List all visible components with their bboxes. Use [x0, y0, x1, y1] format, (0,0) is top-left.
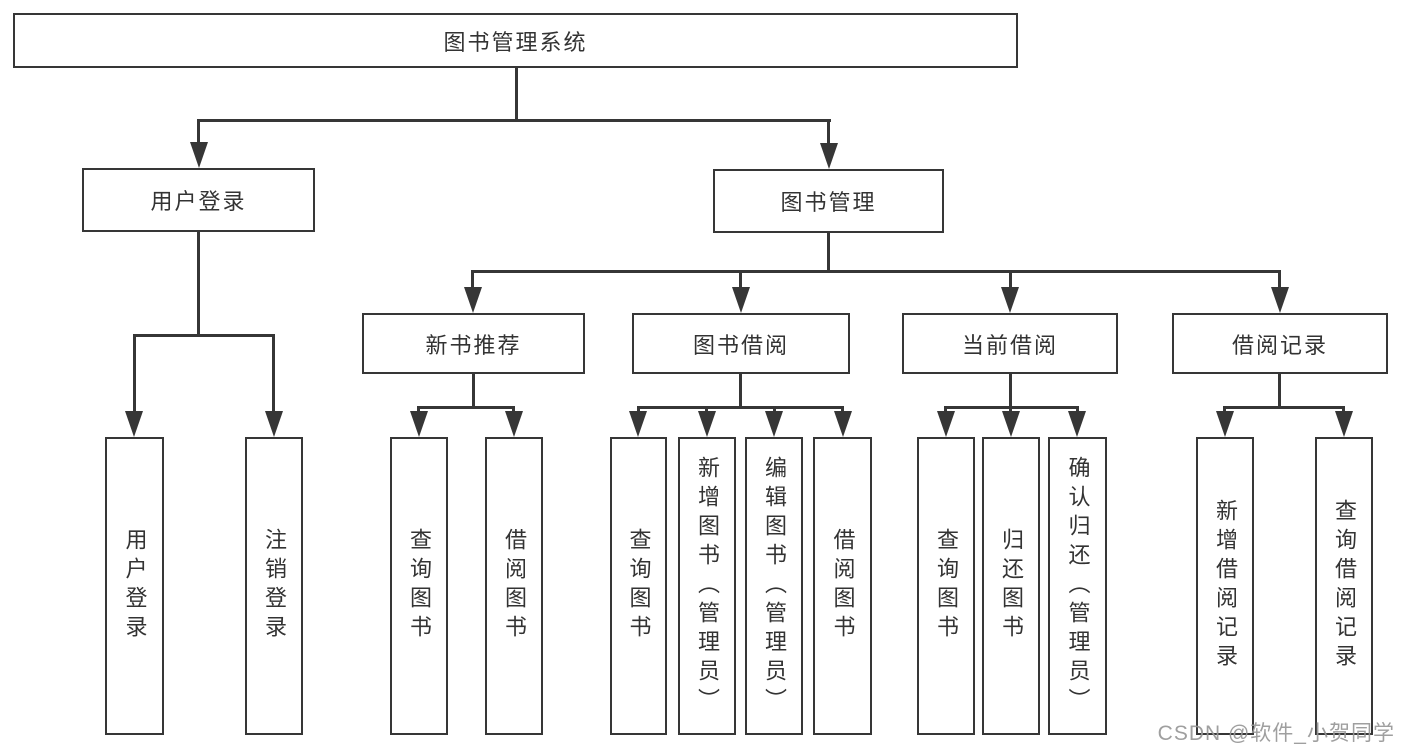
arrow-down-icon	[834, 411, 852, 437]
leaf-current-confirm-return-admin-label: 确认归还（管理员）	[1065, 455, 1091, 717]
arrow-down-icon	[265, 411, 283, 437]
leaf-borrow-borrow-books-label: 借阅图书	[830, 528, 856, 644]
leaf-records-add-record-label: 新增借阅记录	[1213, 499, 1238, 673]
connector-line	[841, 406, 844, 415]
node-book-borrow: 图书借阅	[632, 313, 850, 374]
leaf-records-query-record-label: 查询借阅记录	[1332, 499, 1357, 673]
leaf-current-query-books: 查询图书	[917, 437, 975, 735]
arrow-down-icon	[505, 411, 523, 437]
arrow-down-icon	[1001, 287, 1019, 313]
leaf-current-query-books-label: 查询图书	[934, 528, 959, 644]
leaf-borrow-query-books-label: 查询图书	[626, 528, 652, 644]
connector-line	[827, 232, 830, 273]
node-current-borrow-label: 当前借阅	[961, 332, 1058, 358]
node-root-label: 图书管理系统	[443, 29, 588, 55]
connector-line	[739, 373, 742, 409]
leaf-current-return-books: 归还图书	[982, 437, 1040, 735]
arrow-down-icon	[125, 411, 143, 437]
node-new-book-recommend-label: 新书推荐	[425, 332, 522, 358]
connector-line	[1278, 270, 1281, 290]
connector-line	[471, 270, 1281, 273]
node-book-management: 图书管理	[713, 169, 944, 233]
connector-line	[417, 406, 515, 409]
leaf-user-login-label: 用户登录	[122, 528, 148, 644]
arrow-down-icon	[732, 287, 750, 313]
leaf-borrow-add-books-admin: 新增图书（管理员）	[678, 437, 736, 735]
leaf-borrow-query-books: 查询图书	[610, 437, 667, 735]
arrow-down-icon	[698, 411, 716, 437]
connector-line	[1223, 406, 1226, 415]
connector-line	[944, 406, 947, 415]
connector-line	[133, 334, 275, 337]
connector-line	[1342, 406, 1345, 415]
arrow-down-icon	[464, 287, 482, 313]
leaf-borrow-edit-books-admin: 编辑图书（管理员）	[745, 437, 803, 735]
connector-line	[1076, 406, 1079, 415]
arrow-down-icon	[937, 411, 955, 437]
node-root: 图书管理系统	[13, 13, 1018, 68]
leaf-borrow-edit-books-admin-label: 编辑图书（管理员）	[762, 455, 787, 717]
connector-line	[515, 66, 518, 122]
leaf-records-query-record: 查询借阅记录	[1315, 437, 1373, 735]
leaf-borrow-borrow-books: 借阅图书	[813, 437, 872, 735]
connector-line	[1009, 270, 1012, 290]
arrow-down-icon	[1271, 287, 1289, 313]
connector-line	[739, 270, 742, 290]
leaf-newbook-query-books-label: 查询图书	[407, 528, 432, 644]
leaf-newbook-borrow-books: 借阅图书	[485, 437, 543, 735]
arrow-down-icon	[1216, 411, 1234, 437]
connector-line	[1009, 373, 1012, 409]
arrow-down-icon	[190, 142, 208, 168]
node-user-login-label: 用户登录	[150, 189, 247, 214]
leaf-user-login: 用户登录	[105, 437, 164, 735]
connector-line	[637, 406, 640, 415]
leaf-logout-label: 注销登录	[262, 528, 287, 644]
leaf-current-return-books-label: 归还图书	[999, 528, 1024, 644]
node-user-login: 用户登录	[82, 168, 315, 232]
connector-line	[197, 231, 200, 337]
arrow-down-icon	[820, 143, 838, 169]
connector-line	[773, 406, 776, 415]
node-new-book-recommend: 新书推荐	[362, 313, 585, 374]
connector-line	[197, 119, 200, 149]
arrow-down-icon	[410, 411, 428, 437]
node-book-management-label: 图书管理	[780, 190, 877, 215]
connector-line	[197, 119, 831, 122]
node-borrow-records-label: 借阅记录	[1231, 332, 1328, 358]
arrow-down-icon	[765, 411, 783, 437]
node-book-borrow-label: 图书借阅	[692, 332, 789, 358]
connector-line	[512, 406, 515, 415]
connector-line	[133, 334, 136, 414]
connector-line	[1278, 373, 1281, 409]
connector-line	[637, 406, 843, 409]
connector-line	[705, 406, 708, 415]
node-borrow-records: 借阅记录	[1172, 313, 1388, 374]
leaf-current-confirm-return-admin: 确认归还（管理员）	[1048, 437, 1107, 735]
watermark: CSDN @软件_小贺同学	[1157, 722, 1395, 745]
connector-line	[1009, 406, 1012, 415]
leaf-logout: 注销登录	[245, 437, 303, 735]
arrow-down-icon	[1335, 411, 1353, 437]
connector-line	[272, 334, 275, 414]
leaf-newbook-borrow-books-label: 借阅图书	[502, 528, 527, 644]
arrow-down-icon	[1002, 411, 1020, 437]
connector-line	[472, 373, 475, 409]
leaf-newbook-query-books: 查询图书	[390, 437, 448, 735]
connector-line	[1223, 406, 1344, 409]
leaf-borrow-add-books-admin-label: 新增图书（管理员）	[695, 455, 720, 717]
connector-line	[471, 270, 474, 290]
connector-line	[417, 406, 420, 415]
connector-line	[827, 119, 830, 149]
arrow-down-icon	[629, 411, 647, 437]
arrow-down-icon	[1068, 411, 1086, 437]
leaf-records-add-record: 新增借阅记录	[1196, 437, 1254, 735]
node-current-borrow: 当前借阅	[902, 313, 1118, 374]
